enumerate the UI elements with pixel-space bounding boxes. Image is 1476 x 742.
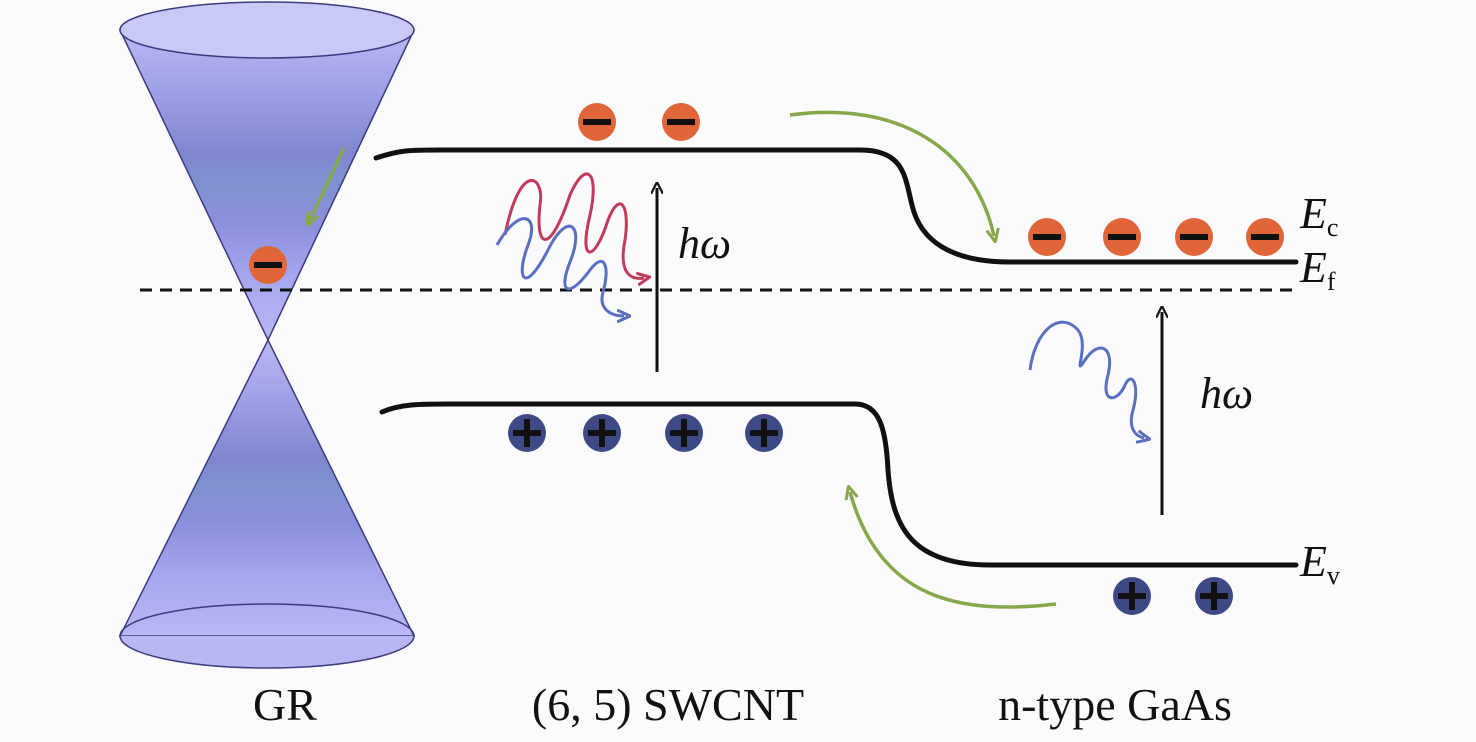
swcnt-hole: [508, 414, 546, 452]
swcnt-label: (6, 5) SWCNT: [532, 679, 804, 730]
valence-band-edge: [379, 401, 1299, 568]
gr-electron: [249, 246, 287, 284]
electron-transfer-arrow: [789, 110, 994, 236]
gaas-electron: [1028, 218, 1066, 256]
valence-level-label: Ev: [1299, 537, 1340, 590]
gaas-electron: [1103, 218, 1141, 256]
swcnt-hole: [583, 414, 621, 452]
photon-blue-squiggle-gaas: [1028, 320, 1144, 438]
hole-transfer-arrow: [850, 492, 1057, 609]
gaas-photon-label: hω: [1200, 369, 1253, 418]
swcnt-hole: [665, 414, 703, 452]
conduction-level-label: Ec: [1299, 189, 1338, 242]
gaas-label: n-type GaAs: [998, 679, 1232, 730]
gaas-hole: [1113, 577, 1151, 615]
graphene-label: GR: [253, 679, 317, 730]
swcnt-hole: [745, 414, 783, 452]
swcnt-photon-label: hω: [678, 219, 731, 268]
gr-relaxation-arrow: [310, 147, 346, 220]
gaas-electron: [1246, 218, 1284, 256]
gaas-hole: [1195, 577, 1233, 615]
swcnt-electron: [578, 103, 616, 141]
photon-red-squiggle: [503, 172, 644, 278]
dirac-cone: [118, 1, 416, 669]
photon-blue-squiggle-swcnt: [495, 217, 624, 316]
gaas-electron: [1175, 218, 1213, 256]
fermi-level-label: Ef: [1299, 243, 1336, 296]
conduction-band-edge: [373, 147, 1299, 265]
swcnt-electron: [662, 103, 700, 141]
